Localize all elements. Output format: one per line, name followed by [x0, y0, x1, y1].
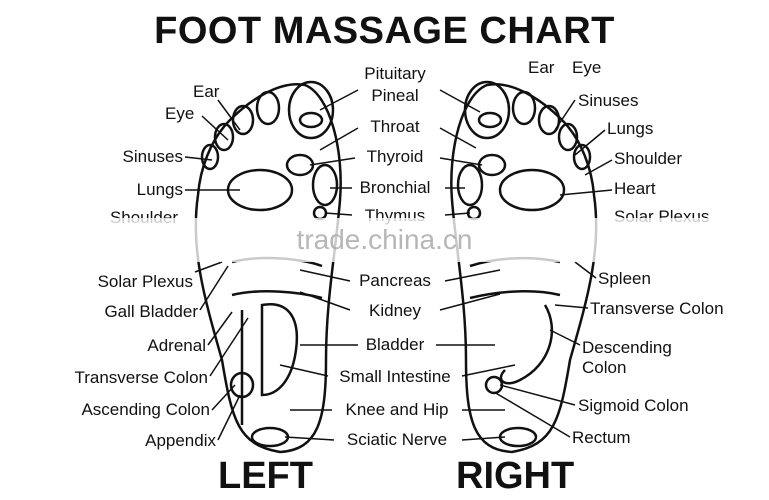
label-small-intestine: Small Intestine: [339, 367, 451, 386]
label-right-ear: Ear: [528, 58, 555, 77]
label-left-sinuses: Sinuses: [122, 147, 183, 166]
pointer-lines: [184, 89, 613, 441]
label-left-solar-plexus: Solar Plexus: [97, 272, 193, 291]
label-thyroid: Thyroid: [366, 147, 424, 166]
label-bladder: Bladder: [365, 335, 425, 354]
label-knee-and-hip: Knee and Hip: [345, 400, 449, 419]
label-throat: Throat: [370, 117, 420, 136]
label-pancreas: Pancreas: [359, 271, 431, 290]
label-left-ascending-colon: Ascending Colon: [81, 400, 210, 419]
chart-title: FOOT MASSAGE CHART: [154, 10, 615, 52]
label-right-rectum: Rectum: [572, 428, 631, 447]
label-sciatic-nerve: Sciatic Nerve: [346, 430, 448, 449]
right-foot-outline: [450, 80, 598, 454]
label-left-adrenal: Adrenal: [147, 336, 206, 355]
watermark-band: [0, 218, 769, 262]
label-left-transverse-colon: Transverse Colon: [74, 368, 208, 387]
label-right-shoulder: Shoulder: [614, 149, 683, 168]
label-pineal: Pineal: [371, 86, 419, 105]
label-right-sinuses: Sinuses: [578, 91, 639, 110]
label-right-descending-colon: Descending Colon: [582, 338, 672, 377]
left-foot-outline: [194, 80, 342, 454]
label-right-sigmoid-colon: Sigmoid Colon: [578, 396, 689, 415]
label-pituitary: Pituitary: [364, 64, 426, 83]
label-left-ear: Ear: [193, 82, 220, 101]
label-right-lungs: Lungs: [607, 119, 654, 138]
label-right-spleen: Spleen: [598, 269, 651, 288]
label-left-gall-bladder: Gall Bladder: [104, 302, 198, 321]
label-left-lungs: Lungs: [136, 180, 183, 199]
label-right-eye: Eye: [572, 58, 602, 77]
watermark-text: trade.china.cn: [296, 224, 473, 255]
label-left-appendix: Appendix: [145, 431, 216, 450]
label-right-heart: Heart: [614, 179, 656, 198]
label-right-transverse-colon: Transverse Colon: [590, 299, 724, 318]
label-left-eye: Eye: [165, 104, 195, 123]
right-foot-label: RIGHT: [456, 455, 575, 497]
left-foot-label: LEFT: [218, 455, 313, 497]
label-bronchial: Bronchial: [359, 178, 431, 197]
label-kidney: Kidney: [369, 301, 421, 320]
